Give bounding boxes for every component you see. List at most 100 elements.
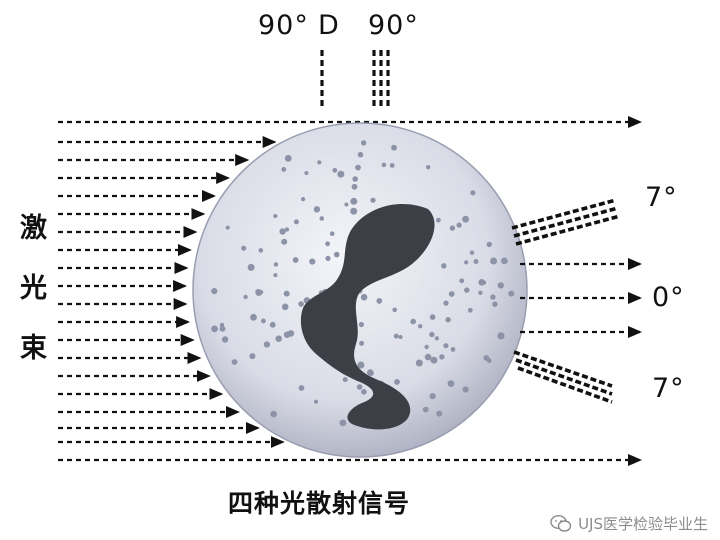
granule-dot bbox=[481, 280, 487, 285]
wechat-icon bbox=[550, 514, 572, 532]
granule-dot bbox=[337, 170, 345, 178]
label-depolarized: D bbox=[318, 10, 340, 41]
granule-dot bbox=[263, 341, 270, 348]
beam-label-char-3: 束 bbox=[20, 333, 47, 364]
granule-dot bbox=[356, 384, 363, 390]
cell-nucleus bbox=[300, 203, 435, 430]
granule-dot bbox=[469, 250, 475, 255]
granule-dot bbox=[450, 347, 456, 352]
granule-dot bbox=[429, 393, 436, 400]
granule-dot bbox=[486, 241, 492, 248]
watermark: UJS医学检验毕业生 bbox=[550, 513, 708, 534]
granule-dot bbox=[415, 359, 423, 367]
granule-dot bbox=[270, 410, 277, 418]
granule-dot bbox=[298, 301, 304, 307]
granule-dot bbox=[350, 207, 358, 215]
granule-dot bbox=[325, 241, 330, 247]
label-low-angle-lower: 7° bbox=[652, 373, 685, 404]
granule-dot bbox=[429, 314, 436, 320]
low-angle-scatter-7deg-lower bbox=[513, 350, 613, 404]
granule-dot bbox=[344, 202, 349, 207]
granule-dot bbox=[492, 301, 498, 307]
granule-dot bbox=[225, 225, 230, 230]
granule-dot bbox=[436, 410, 443, 417]
granule-dot bbox=[281, 238, 288, 245]
granule-dot bbox=[357, 151, 364, 158]
granule-dot bbox=[211, 288, 218, 295]
granule-dot bbox=[486, 358, 492, 363]
granule-dot bbox=[381, 162, 387, 168]
granule-dot bbox=[329, 231, 335, 236]
granule-dot bbox=[333, 251, 340, 258]
granule-dot bbox=[462, 215, 469, 223]
upper-7deg-line-1 bbox=[511, 198, 617, 230]
granule-dot bbox=[319, 216, 325, 221]
granule-dot bbox=[281, 303, 289, 311]
granule-dot bbox=[359, 340, 365, 346]
white-blood-cell bbox=[192, 122, 528, 458]
granule-dot bbox=[473, 259, 479, 264]
granule-dot bbox=[422, 406, 429, 413]
label-side-scatter-right: 90° bbox=[368, 10, 419, 41]
granule-dot bbox=[283, 290, 290, 297]
granule-dot bbox=[464, 287, 470, 293]
granule-dot bbox=[394, 379, 400, 385]
incident-laser-beams bbox=[58, 116, 642, 466]
granule-dot bbox=[434, 336, 439, 341]
granule-dot bbox=[301, 197, 306, 202]
granule-dot bbox=[447, 380, 455, 387]
granule-dot bbox=[355, 164, 361, 171]
granule-dot bbox=[392, 307, 398, 313]
granule-dot bbox=[497, 332, 505, 340]
granule-dot bbox=[443, 343, 449, 349]
granule-dot bbox=[478, 290, 483, 295]
granule-dot bbox=[261, 318, 266, 324]
granule-dot bbox=[250, 313, 257, 321]
granule-dot bbox=[292, 257, 299, 263]
granule-dot bbox=[350, 197, 358, 205]
granule-dot bbox=[361, 389, 367, 395]
granule-dot bbox=[304, 171, 309, 175]
granule-dot bbox=[426, 165, 431, 170]
granule-dot bbox=[249, 353, 256, 360]
granule-dot bbox=[430, 356, 438, 364]
beam-label-char-1: 激 bbox=[20, 213, 47, 244]
lower-7deg-line-1 bbox=[513, 350, 613, 388]
granule-dot bbox=[439, 354, 445, 360]
granule-dot bbox=[247, 263, 255, 271]
granule-dot bbox=[313, 399, 319, 404]
label-low-angle-upper: 7° bbox=[645, 182, 678, 213]
granule-dot bbox=[368, 370, 374, 376]
forward-scatter-0deg bbox=[520, 258, 642, 338]
beam-label-char-2: 光 bbox=[20, 273, 47, 304]
granule-dot bbox=[298, 385, 305, 391]
granule-dot bbox=[279, 228, 286, 235]
granule-dot bbox=[241, 245, 247, 251]
granule-dot bbox=[424, 344, 429, 350]
granule-dot bbox=[376, 298, 383, 304]
granule-dot bbox=[221, 336, 229, 343]
granule-dot bbox=[370, 197, 376, 203]
granule-dot bbox=[243, 294, 248, 300]
granule-dot bbox=[508, 290, 515, 297]
granule-dot bbox=[339, 419, 347, 427]
granule-dot bbox=[309, 258, 316, 265]
granule-dot bbox=[436, 217, 441, 223]
granule-dot bbox=[317, 160, 322, 165]
watermark-text: UJS医学检验毕业生 bbox=[578, 515, 708, 533]
granule-dot bbox=[470, 190, 476, 196]
granule-dot bbox=[391, 144, 397, 151]
label-side-scatter-left: 90° bbox=[258, 10, 309, 41]
granule-dot bbox=[467, 307, 473, 313]
granule-dot bbox=[275, 335, 283, 343]
granule-dot bbox=[273, 273, 278, 278]
granule-dot bbox=[357, 361, 365, 369]
granule-dot bbox=[255, 289, 262, 295]
lower-7deg-line-3 bbox=[517, 366, 613, 404]
granule-dot bbox=[258, 248, 264, 253]
granule-dot bbox=[497, 282, 504, 289]
granule-dot bbox=[352, 176, 359, 182]
granule-dot bbox=[418, 324, 423, 329]
granule-dot bbox=[332, 167, 338, 173]
